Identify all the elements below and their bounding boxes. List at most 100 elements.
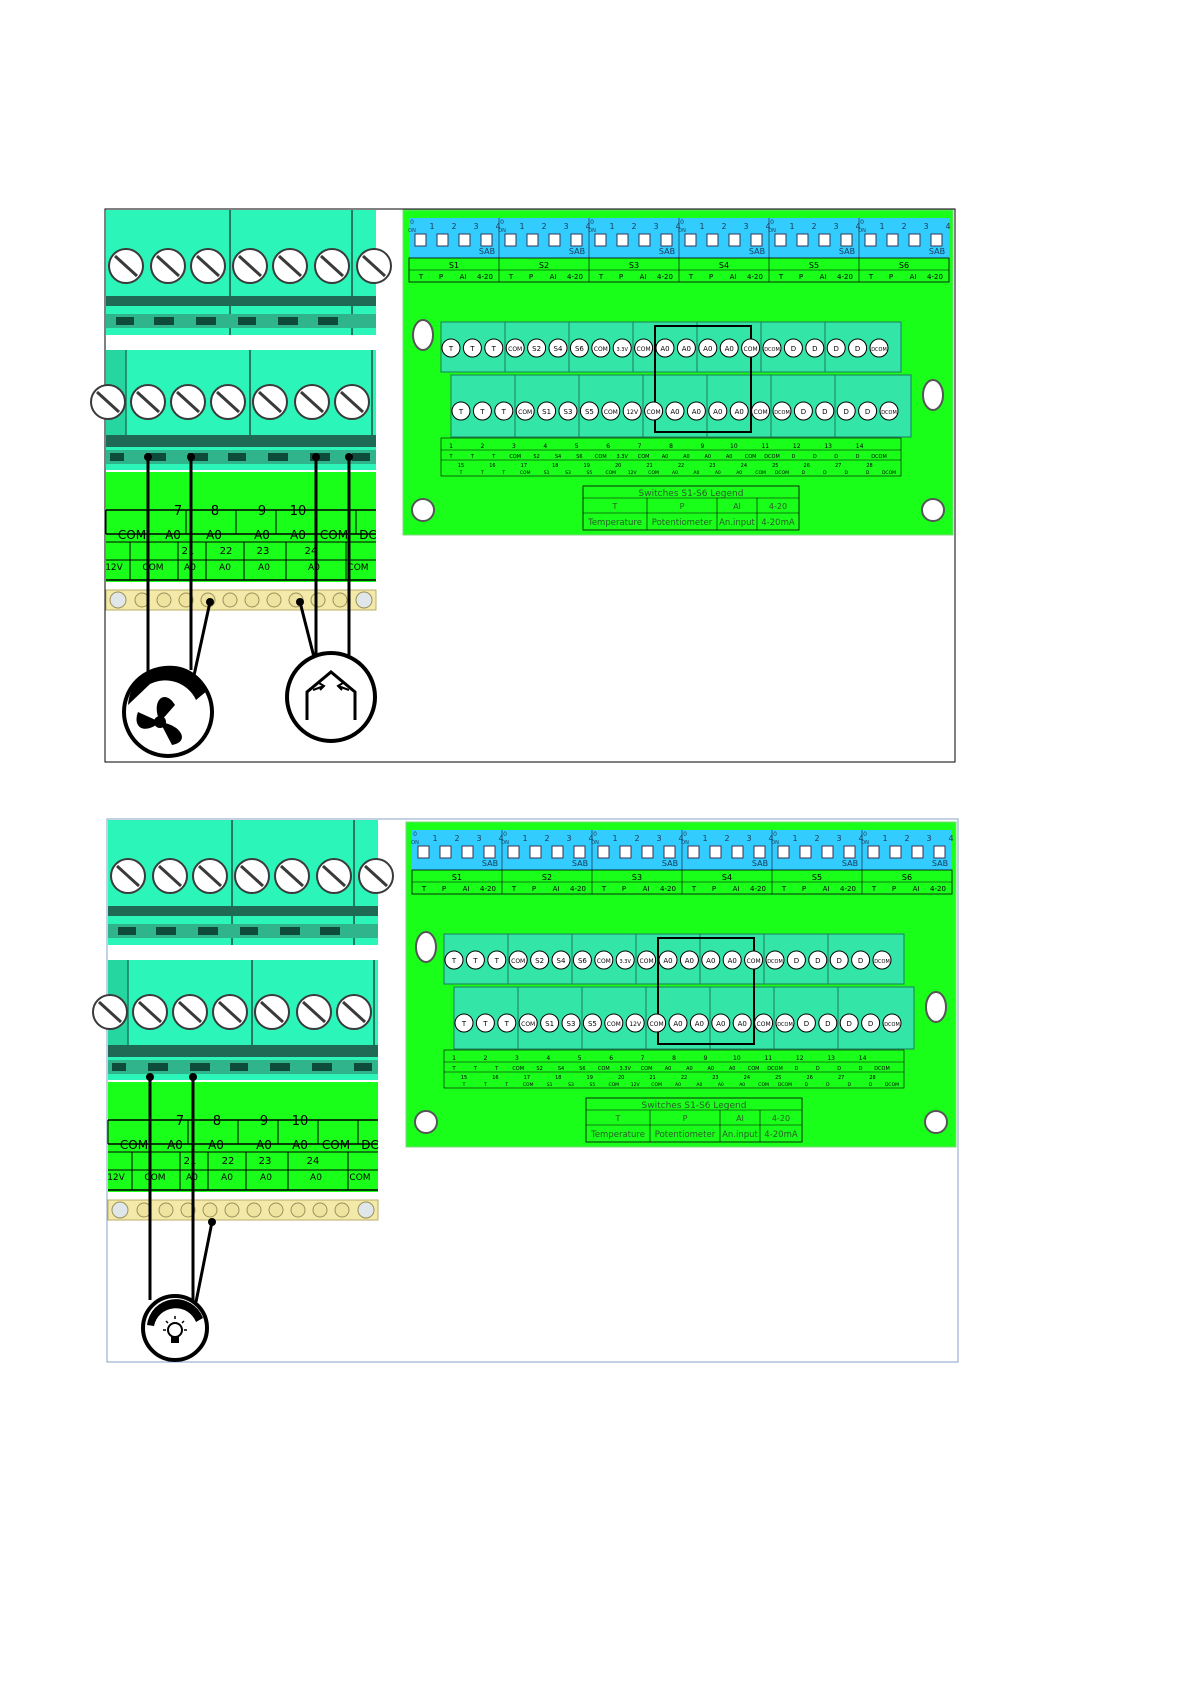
pin-label: DCOM bbox=[871, 454, 887, 460]
switch-mode-label: P bbox=[889, 273, 893, 281]
dip-switch-number: 2 bbox=[631, 222, 636, 231]
terminal-circle bbox=[698, 338, 718, 358]
pin-label: COM bbox=[595, 454, 607, 460]
dip-switch-number: 2 bbox=[451, 222, 456, 231]
dip-switch-number: 4 bbox=[675, 222, 680, 231]
terminal-label: S6 bbox=[578, 957, 587, 965]
terminal-circle bbox=[772, 401, 792, 421]
terminal-circle bbox=[497, 1013, 517, 1033]
pin-label: COM bbox=[609, 1082, 620, 1088]
switch-mode-label: 4-20 bbox=[567, 273, 583, 281]
switch-mode-label: T bbox=[598, 273, 604, 281]
switch-group-label: S6 bbox=[902, 873, 912, 882]
pin-label: S5 bbox=[587, 470, 593, 476]
pin-number: 12 bbox=[793, 443, 801, 450]
terminal-label: A0 bbox=[713, 408, 722, 416]
pin-label: T bbox=[451, 1066, 456, 1072]
dip-on-label: ON bbox=[681, 840, 689, 846]
dip-switch-number: 1 bbox=[792, 834, 797, 843]
terminal-circle bbox=[796, 1013, 816, 1033]
pin-label: D bbox=[866, 470, 870, 476]
terminal-label: A0 bbox=[663, 957, 672, 965]
closeup-terminal-label: COM bbox=[322, 1138, 350, 1152]
dip-switch-number: 4 bbox=[945, 222, 950, 231]
pin-label: A0 bbox=[726, 454, 733, 460]
dip-switch-number: 1 bbox=[879, 222, 884, 231]
pin-label: S1 bbox=[544, 470, 550, 476]
terminal-label: COM bbox=[607, 1021, 621, 1028]
closeup-terminal-label: A0 bbox=[310, 1173, 322, 1183]
dip-sab-label: SAB bbox=[482, 859, 498, 868]
pin-label: DCOM bbox=[882, 470, 896, 476]
terminal-circle bbox=[484, 338, 504, 358]
pin-label: 3.3V bbox=[617, 454, 629, 460]
dip-switch-number: 4 bbox=[948, 834, 953, 843]
pin-number: 14 bbox=[856, 443, 864, 450]
switch-mode-label: AI bbox=[463, 885, 470, 893]
switch-mode-label: P bbox=[799, 273, 803, 281]
terminal-label: A0 bbox=[695, 1020, 704, 1028]
pin-number: 27 bbox=[838, 1075, 844, 1081]
terminal-circle bbox=[637, 950, 657, 970]
terminal-circle bbox=[882, 1013, 902, 1033]
pin-label: S2 bbox=[533, 454, 539, 460]
pin-label: A0 bbox=[707, 1066, 714, 1072]
closeup-terminal-label: 12V bbox=[107, 1173, 125, 1183]
terminal-label: COM bbox=[521, 1021, 535, 1028]
pin-number: 1 bbox=[452, 1055, 456, 1062]
terminal-label: DCOM bbox=[777, 1022, 793, 1028]
terminal-label: D bbox=[815, 957, 820, 965]
closeup-terminal-label: A0 bbox=[258, 563, 270, 573]
terminal-label: A0 bbox=[660, 345, 669, 353]
dip-switch-number: 4 bbox=[768, 834, 773, 843]
switch-mode-label: T bbox=[601, 885, 607, 893]
terminal-circle bbox=[465, 950, 485, 970]
pin-number: 6 bbox=[606, 443, 610, 450]
pin-label: COM bbox=[598, 1066, 610, 1072]
pin-number: 5 bbox=[575, 443, 579, 450]
switch-mode-label: 4-20 bbox=[927, 273, 943, 281]
pin-number: 3 bbox=[512, 443, 516, 450]
pin-number: 20 bbox=[618, 1075, 624, 1081]
pin-label: DCOM bbox=[778, 1082, 792, 1088]
legend-code: T bbox=[615, 1114, 621, 1123]
dip-sab-label: SAB bbox=[752, 859, 768, 868]
terminal-label: A0 bbox=[703, 345, 712, 353]
dip-switch-number: 3 bbox=[476, 834, 481, 843]
terminal-circle bbox=[558, 401, 578, 421]
switch-mode-label: T bbox=[421, 885, 427, 893]
pin-label: COM bbox=[648, 470, 659, 476]
dip-switch-number: 0 bbox=[860, 219, 864, 226]
terminal-label: COM bbox=[650, 1021, 664, 1028]
pin-number: 23 bbox=[709, 463, 715, 469]
legend-code: AI bbox=[733, 502, 741, 511]
switch-mode-label: AI bbox=[640, 273, 647, 281]
dip-switch-number: 0 bbox=[500, 219, 504, 226]
pin-label: S6 bbox=[576, 454, 582, 460]
pin-label: COM bbox=[512, 1066, 524, 1072]
terminal-label: A0 bbox=[682, 345, 691, 353]
legend-meaning: Potentiometer bbox=[655, 1130, 716, 1140]
switch-group-label: S3 bbox=[629, 261, 639, 270]
pin-number: 24 bbox=[741, 463, 747, 469]
switch-mode-label: AI bbox=[823, 885, 830, 893]
pin-number: 1 bbox=[449, 443, 453, 450]
closeup-terminal-label: COM bbox=[349, 1173, 370, 1183]
panel-1-wires bbox=[146, 457, 351, 685]
switch-mode-label: 4-20 bbox=[840, 885, 856, 893]
switch-mode-label: P bbox=[529, 273, 533, 281]
dip-switch-number: 3 bbox=[926, 834, 931, 843]
dip-on-label: ON bbox=[771, 840, 779, 846]
pin-label: A0 bbox=[662, 454, 669, 460]
switch-mode-label: 4-20 bbox=[750, 885, 766, 893]
terminal-label: COM bbox=[604, 409, 618, 416]
pin-label: D bbox=[844, 470, 848, 476]
terminal-label: T bbox=[458, 408, 464, 416]
terminal-label: COM bbox=[511, 958, 525, 965]
dip-sab-label: SAB bbox=[749, 247, 765, 256]
switch-mode-label: 4-20 bbox=[660, 885, 676, 893]
closeup-number: 22 bbox=[220, 546, 233, 557]
terminal-circle bbox=[861, 1013, 881, 1033]
switch-group-label: S1 bbox=[449, 261, 459, 270]
dip-switch-number: 0 bbox=[773, 831, 777, 838]
